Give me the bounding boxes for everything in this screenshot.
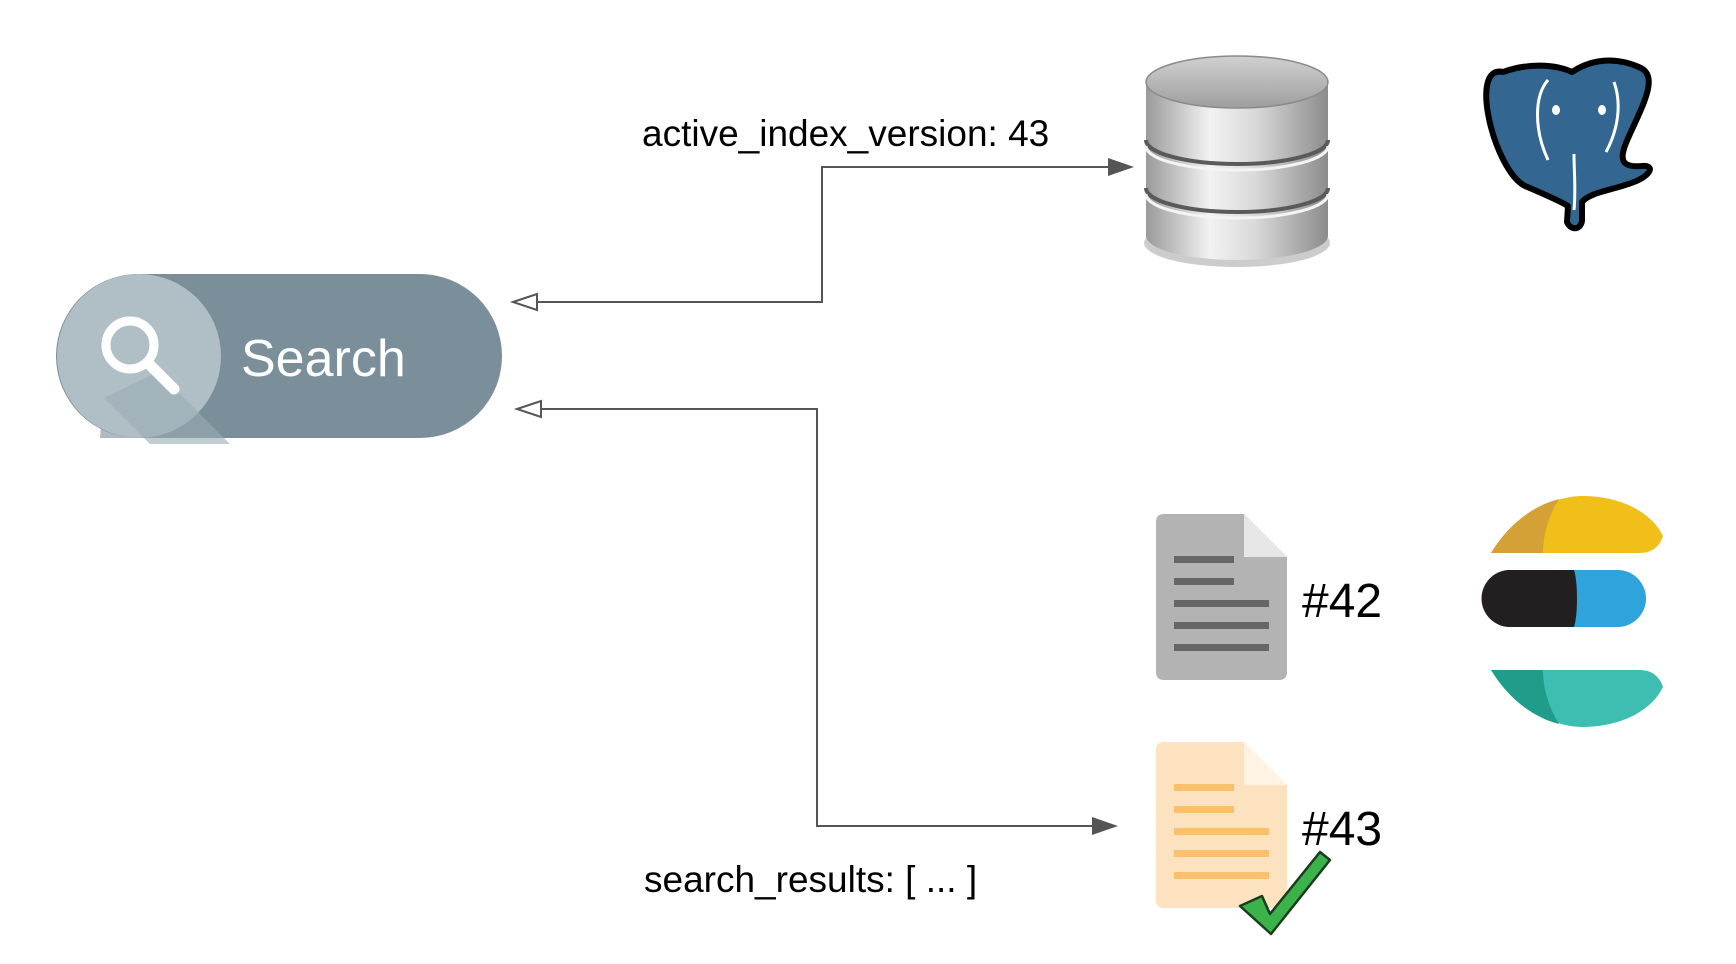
database-icon [1144, 55, 1330, 267]
search-icon-long-shadow [104, 372, 230, 444]
document-43-icon [1156, 742, 1287, 908]
postgresql-elephant-logo [1483, 57, 1653, 232]
document-43-label: #43 [1302, 803, 1382, 856]
connector-line-top [537, 166, 1128, 303]
connector-to-database [509, 158, 1134, 312]
open-arrow-at-search-top [509, 292, 538, 312]
connector-to-documents [513, 399, 1118, 835]
connector-line-bottom [541, 408, 1112, 827]
document-42-icon [1156, 514, 1287, 680]
search-results-label: search_results: [ ... ] [644, 859, 977, 900]
search-label: Search [241, 330, 406, 388]
elasticsearch-logo [1481, 496, 1663, 727]
checkmark-icon [1238, 850, 1332, 936]
arrow-into-database [1108, 158, 1134, 176]
search-icon [101, 316, 180, 395]
search-widget[interactable]: Search [56, 274, 502, 444]
document-42-label: #42 [1302, 575, 1382, 628]
open-arrow-at-search-bottom [513, 399, 542, 419]
arrow-into-document-43 [1092, 817, 1118, 835]
active-index-version-label: active_index_version: 43 [642, 113, 1049, 154]
